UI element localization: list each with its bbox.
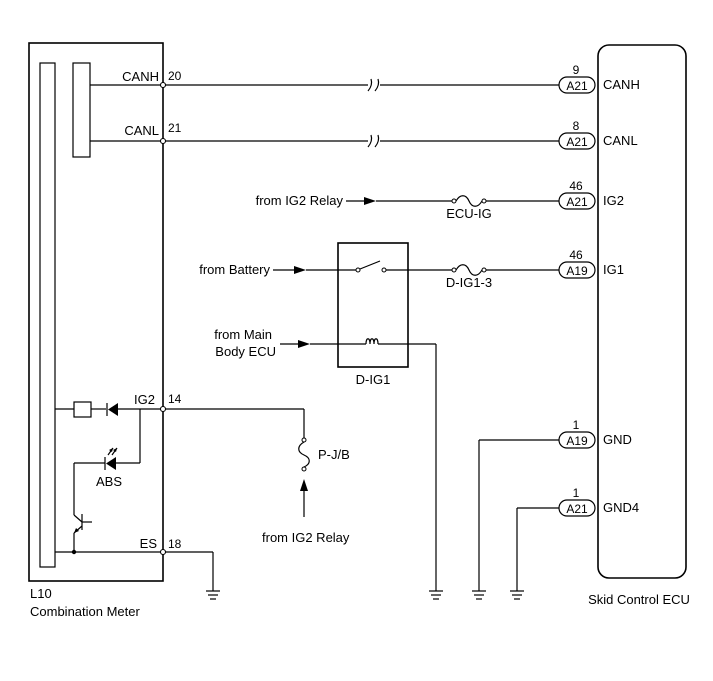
ecu-term-canh: CANH	[603, 77, 640, 92]
wire-battery-ig1	[273, 260, 559, 276]
wire-meter-ig2	[165, 408, 310, 517]
from-battery: from Battery	[199, 262, 270, 277]
wire-gnd	[478, 439, 559, 591]
ecu-pin-gnd4: 1	[573, 486, 580, 500]
relay-coil-icon	[365, 338, 379, 345]
ecu-term-ig2: IG2	[603, 193, 624, 208]
fuse-ecu-ig-label: ECU-IG	[446, 206, 492, 221]
diode-icon	[106, 403, 118, 416]
wire-canl	[165, 134, 559, 148]
wire-es-ground	[165, 551, 214, 591]
relay-d-ig1-label: D-IG1	[356, 372, 391, 387]
connector-gnd: 1 A19 GND	[558, 418, 632, 449]
connector-ig2: 46 A21 IG2	[558, 179, 624, 210]
skid-control-ecu-box	[597, 44, 687, 579]
combination-meter-box	[28, 42, 164, 582]
connector-canh: 9 A21 CANH	[558, 63, 640, 94]
ecu-conn-ig2: A21	[566, 195, 588, 209]
from-main-line2: Body ECU	[215, 344, 276, 359]
ecu-term-gnd: GND	[603, 432, 632, 447]
ground-icon	[429, 590, 443, 600]
meter-canl-label: CANL	[124, 123, 159, 138]
connector-gnd4: 1 A21 GND4	[558, 486, 639, 517]
fuse-d-ig1-3-label: D-IG1-3	[446, 275, 492, 290]
meter-ig2-label: IG2	[134, 392, 155, 407]
meter-canh-label: CANH	[122, 69, 159, 84]
wire-ig2-ecu	[346, 195, 559, 207]
from-main-line1: from Main	[214, 327, 272, 342]
relay-d-ig1-box	[337, 242, 409, 368]
meter-pin-21: 21	[168, 121, 182, 135]
combination-meter: CANH CANL IG2 ABS	[28, 42, 164, 619]
ground-icon	[472, 590, 486, 600]
transistor-icon	[73, 514, 92, 534]
arrow-up-icon	[300, 479, 308, 491]
meter-pin-14: 14	[168, 392, 182, 406]
meter-es-label: ES	[140, 536, 158, 551]
connector-canl: 8 A21 CANL	[558, 119, 638, 150]
ecu-term-canl: CANL	[603, 133, 638, 148]
arrow-right-icon	[364, 197, 376, 205]
ecu-conn-gnd4: A21	[566, 502, 588, 516]
arrow-right-icon	[294, 266, 306, 274]
ecu-pin-canh: 9	[573, 63, 580, 77]
meter-pin-18: 18	[168, 537, 182, 551]
from-ig2-relay-bottom: from IG2 Relay	[262, 530, 350, 545]
skid-ecu-name: Skid Control ECU	[588, 592, 690, 607]
wire-gnd4	[516, 507, 559, 591]
meter-code: L10	[30, 586, 52, 601]
relay-switch-icon	[355, 260, 387, 273]
fuse-icon	[298, 437, 310, 472]
ecu-pin-canl: 8	[573, 119, 580, 133]
fuse-icon	[451, 264, 487, 276]
fuse-icon	[451, 195, 487, 207]
wire-canh	[165, 78, 559, 92]
ground-icon	[510, 590, 524, 600]
ecu-pin-gnd: 1	[573, 418, 580, 432]
wire-relay-coil	[280, 338, 437, 591]
ground-icon	[206, 590, 220, 600]
meter-name: Combination Meter	[30, 604, 140, 619]
ecu-conn-canl: A21	[566, 135, 588, 149]
abs-label: ABS	[96, 474, 122, 489]
ecu-pin-ig2: 46	[569, 179, 583, 193]
ecu-conn-gnd: A19	[566, 434, 588, 448]
meter-can-block	[72, 62, 91, 158]
abs-led-icon	[104, 447, 118, 470]
meter-inner-bar	[39, 62, 56, 568]
from-ig2-relay-top: from IG2 Relay	[256, 193, 344, 208]
ecu-term-ig1: IG1	[603, 262, 624, 277]
meter-pin-20: 20	[168, 69, 182, 83]
ecu-term-gnd4: GND4	[603, 500, 639, 515]
ecu-pin-ig1: 46	[569, 248, 583, 262]
pjb-label: P-J/B	[318, 447, 350, 462]
ecu-conn-ig1: A19	[566, 264, 588, 278]
indicator-square-icon	[73, 401, 92, 418]
ecu-conn-canh: A21	[566, 79, 588, 93]
connector-ig1: 46 A19 IG1	[558, 248, 624, 279]
arrow-right-icon	[298, 340, 310, 348]
